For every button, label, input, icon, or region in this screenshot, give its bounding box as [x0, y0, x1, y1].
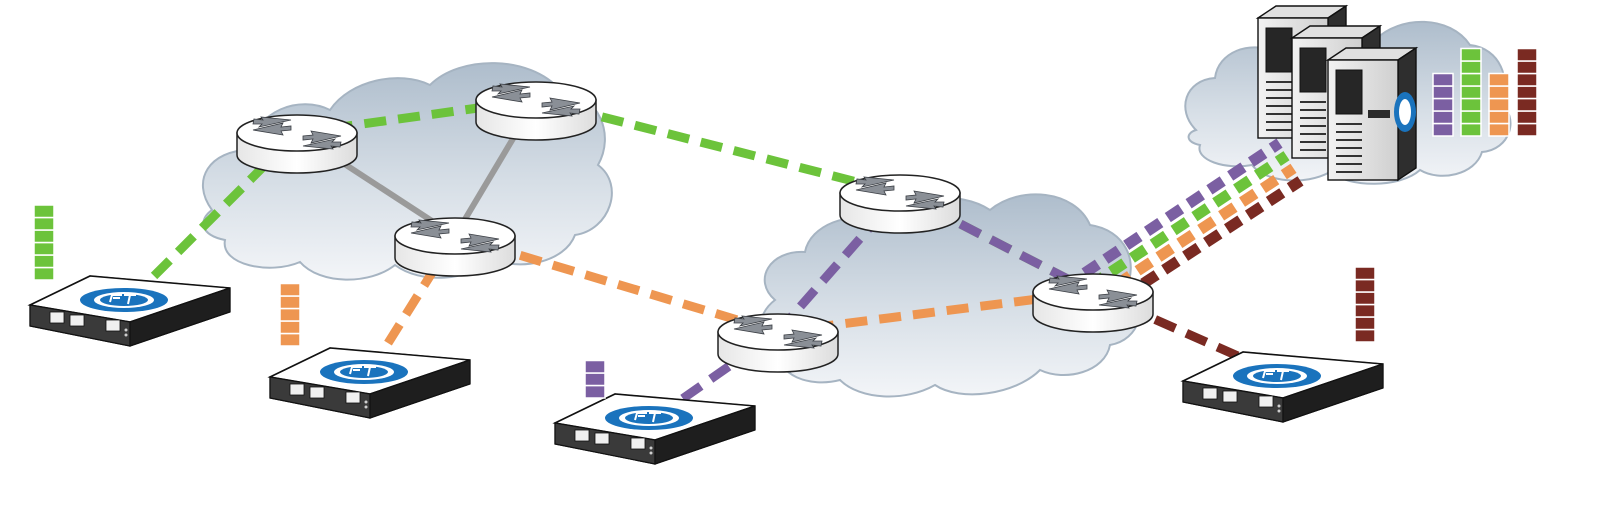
traffic-block — [1516, 47, 1538, 62]
server-cluster — [1257, 5, 1417, 181]
customer-device-maroon[interactable] — [1182, 351, 1384, 423]
traffic-block — [1460, 97, 1482, 112]
traffic-block — [1432, 85, 1454, 100]
server-traffic-stack-purple — [1432, 72, 1454, 137]
traffic-block — [584, 372, 606, 387]
traffic-block — [33, 216, 55, 231]
traffic-block — [1354, 291, 1376, 306]
traffic-block — [1516, 97, 1538, 112]
router-r1[interactable] — [236, 114, 358, 174]
traffic-block — [1460, 110, 1482, 125]
traffic-block — [33, 254, 55, 269]
traffic-block — [1460, 60, 1482, 75]
traffic-block — [1354, 278, 1376, 293]
traffic-block — [584, 359, 606, 374]
traffic-block — [584, 384, 606, 399]
traffic-block — [1432, 110, 1454, 125]
router-r3[interactable] — [394, 217, 516, 277]
router-r2[interactable] — [475, 81, 597, 141]
traffic-block — [1488, 110, 1510, 125]
router-r4[interactable] — [839, 174, 961, 234]
traffic-block — [279, 307, 301, 322]
traffic-stack-green — [33, 204, 55, 281]
traffic-block — [279, 320, 301, 335]
traffic-block — [1354, 266, 1376, 281]
traffic-block — [1488, 122, 1510, 137]
server-traffic-stack-orange — [1488, 72, 1510, 137]
traffic-block — [1354, 316, 1376, 331]
traffic-block — [1516, 110, 1538, 125]
link-r3-r5 — [453, 231, 780, 337]
traffic-block — [1432, 97, 1454, 112]
traffic-block — [33, 241, 55, 256]
traffic-block — [1432, 72, 1454, 87]
traffic-block — [279, 282, 301, 297]
traffic-block — [279, 295, 301, 310]
traffic-block — [1488, 72, 1510, 87]
link-r2-r4 — [534, 95, 902, 198]
traffic-block — [279, 332, 301, 347]
traffic-block — [33, 229, 55, 244]
traffic-block — [1488, 97, 1510, 112]
traffic-block — [1516, 85, 1538, 100]
traffic-block — [1354, 303, 1376, 318]
traffic-block — [1516, 122, 1538, 137]
traffic-block — [33, 204, 55, 219]
traffic-block — [1460, 122, 1482, 137]
traffic-block — [33, 266, 55, 281]
traffic-block — [1460, 47, 1482, 62]
customer-device-orange[interactable] — [269, 347, 471, 419]
traffic-stack-orange — [279, 282, 301, 347]
traffic-block — [1354, 328, 1376, 343]
server-traffic-stack-maroon — [1516, 47, 1538, 137]
router-r5[interactable] — [717, 313, 839, 373]
traffic-block — [1432, 122, 1454, 137]
customer-device-green[interactable] — [29, 275, 231, 347]
traffic-block — [1488, 85, 1510, 100]
traffic-block — [1460, 72, 1482, 87]
link-dev-purple-r5 — [652, 328, 781, 422]
traffic-stack-purple — [584, 359, 606, 399]
traffic-block — [1460, 85, 1482, 100]
traffic-stack-maroon — [1354, 266, 1376, 343]
traffic-block — [1516, 72, 1538, 87]
ft-logo-icon — [1394, 92, 1416, 132]
server-traffic-stack-green — [1460, 47, 1482, 137]
traffic-block — [1516, 60, 1538, 75]
customer-device-purple[interactable] — [554, 393, 756, 465]
link-dev-green-r1 — [126, 129, 301, 304]
router-r6[interactable] — [1032, 273, 1154, 333]
link-dev-orange-r3 — [366, 233, 459, 375]
